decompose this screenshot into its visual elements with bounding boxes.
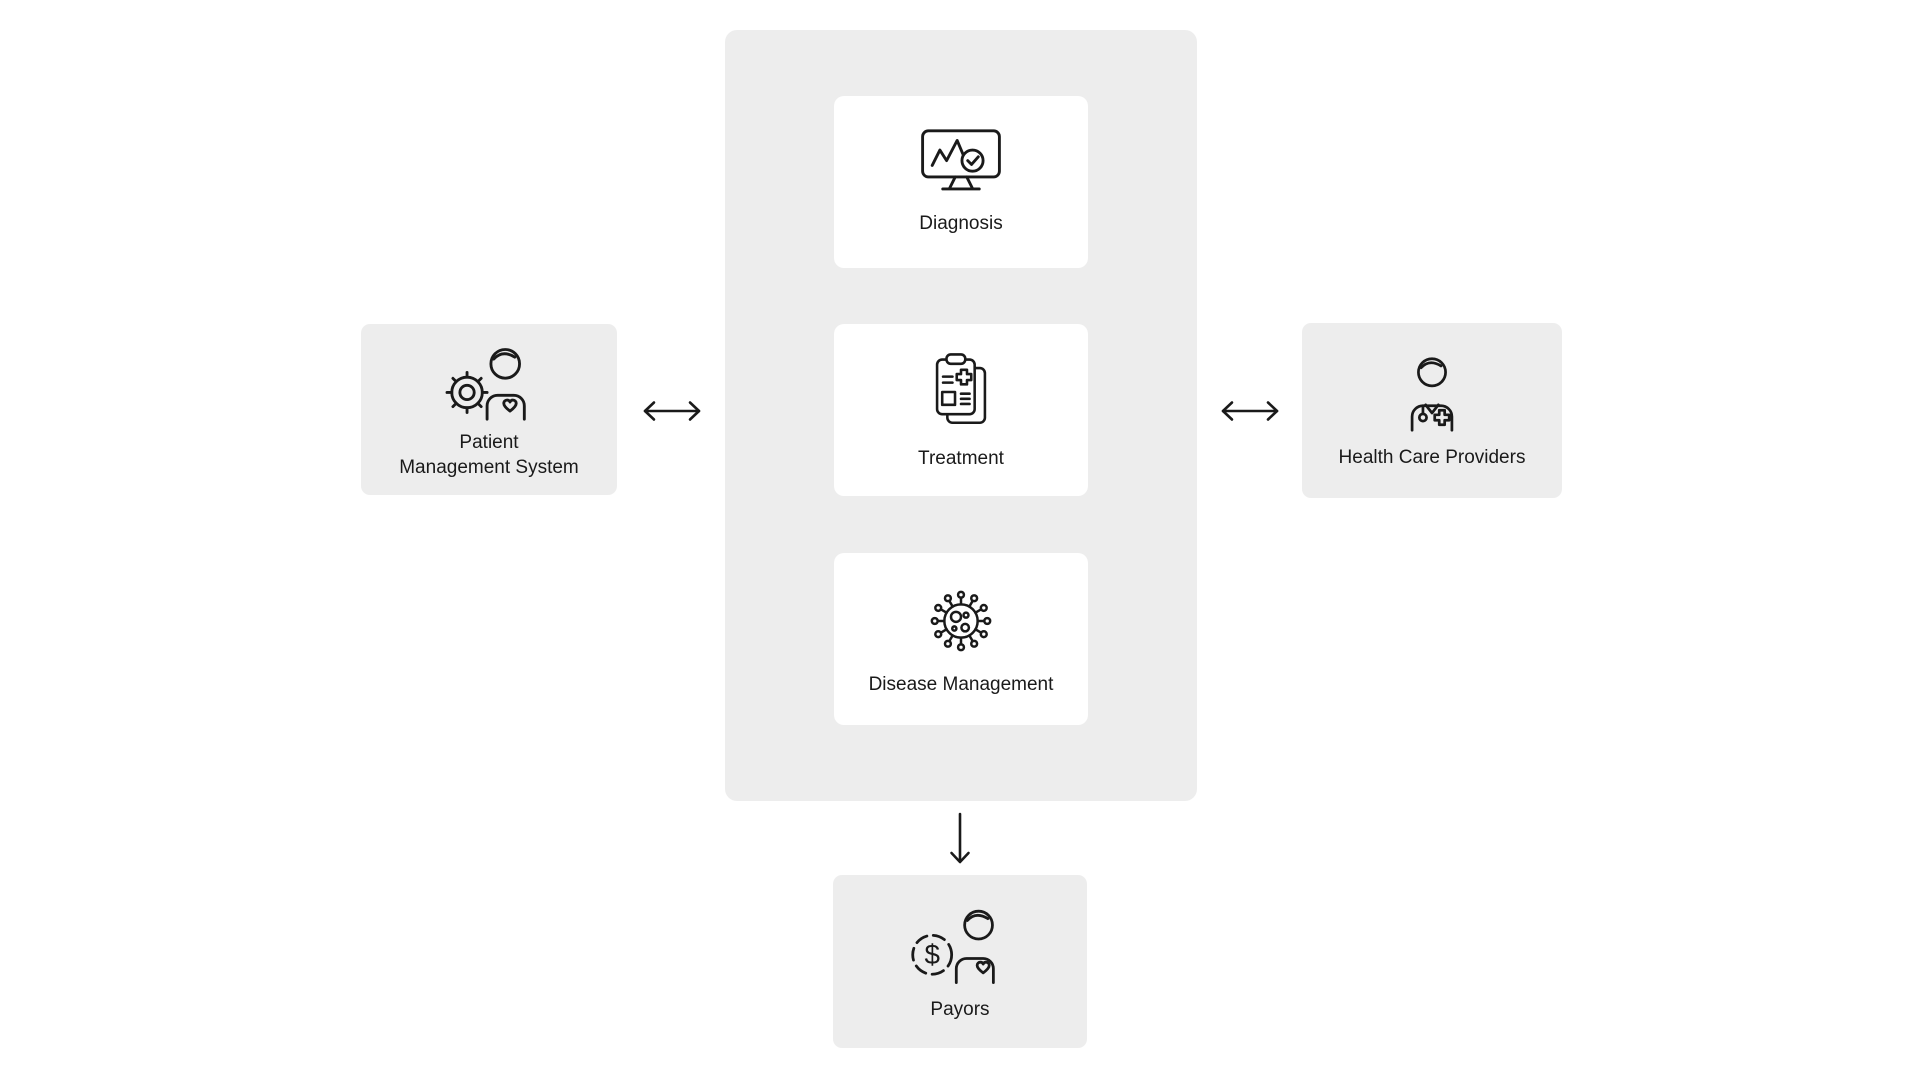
- disease-management-label: Disease Management: [868, 673, 1054, 695]
- payors-label: Payors: [930, 998, 990, 1020]
- care-process-panel: Diagnosis Treatment: [725, 30, 1197, 801]
- label-line-2: Management System: [399, 456, 579, 478]
- doctor-icon: [1410, 357, 1454, 432]
- gear-person-icon: [445, 347, 526, 421]
- left-bidirectional-arrow: [643, 401, 701, 421]
- virus-icon: [930, 590, 992, 652]
- right-bidirectional-arrow: [1221, 401, 1279, 421]
- patient-management-system-label: Patient Management System: [399, 431, 579, 480]
- diagnosis-label: Diagnosis: [919, 213, 1003, 235]
- dollar-symbol: $: [924, 939, 940, 970]
- payors-box: $ Payors: [833, 875, 1087, 1048]
- health-care-providers-box: Health Care Providers: [1302, 323, 1562, 498]
- medical-clipboard-icon: [935, 352, 987, 424]
- treatment-label: Treatment: [918, 447, 1004, 469]
- treatment-card: Treatment: [834, 324, 1088, 496]
- diagnosis-card: Diagnosis: [834, 96, 1088, 268]
- disease-management-card: Disease Management: [834, 553, 1088, 725]
- health-care-providers-label: Health Care Providers: [1338, 447, 1526, 469]
- person-dollar-icon: $: [911, 909, 995, 984]
- monitor-pulse-check-icon: [921, 129, 1001, 191]
- patient-management-system-box: Patient Management System: [361, 324, 617, 495]
- down-arrow: [950, 812, 970, 864]
- label-line-1: Patient: [459, 431, 519, 453]
